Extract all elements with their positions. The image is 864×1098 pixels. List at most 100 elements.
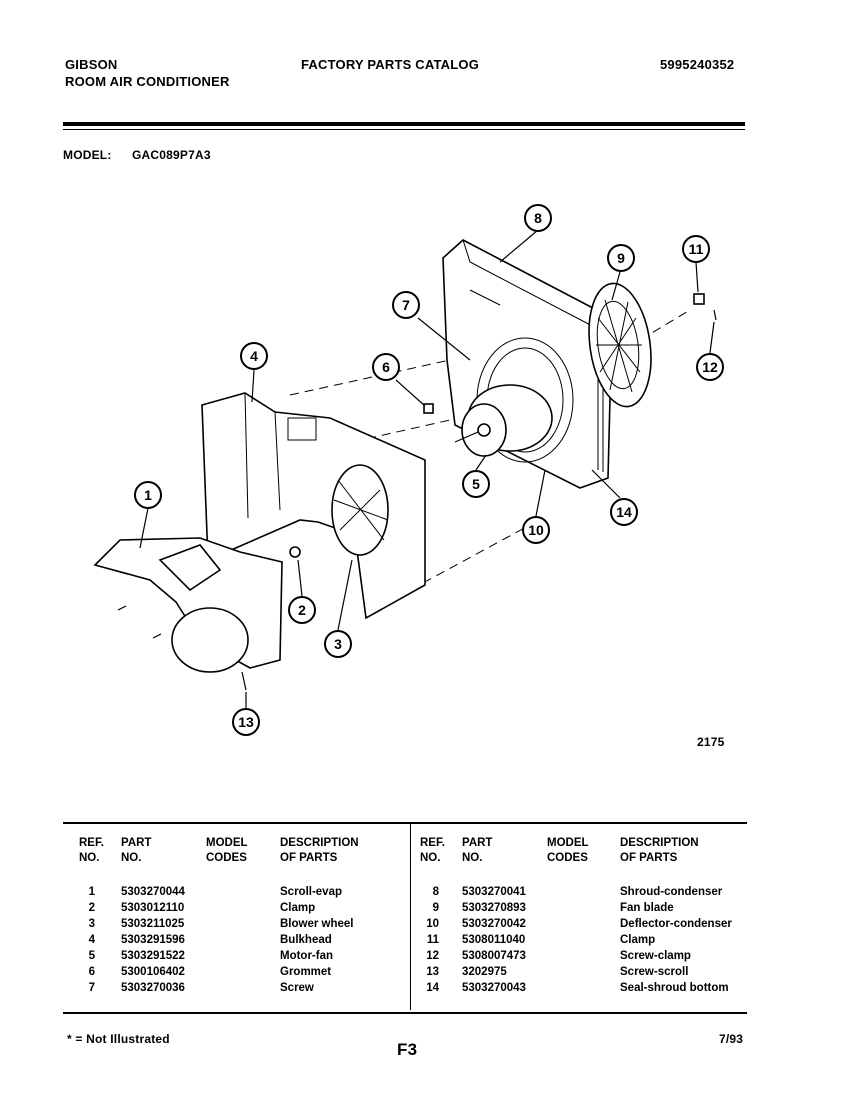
table-cell-ref: 2 (88, 902, 95, 914)
table-cell-part-no: 5300106402 (121, 966, 185, 978)
callout-5: 5 (462, 470, 490, 498)
table-cell-part-no: 5303291596 (121, 934, 185, 946)
brand-name: GIBSON (65, 57, 118, 72)
table-cell-description: Clamp (280, 902, 316, 914)
svg-text:14: 14 (616, 504, 632, 520)
svg-text:4: 4 (250, 348, 258, 364)
screw-clamp-drawing (713, 309, 717, 321)
table-cell-part-no: 3202975 (462, 966, 507, 978)
callout-13: 13 (232, 708, 260, 736)
document-number: 5995240352 (660, 57, 735, 72)
header-rule-thin (63, 129, 745, 130)
svg-text:3: 3 (334, 636, 342, 652)
table-cell-ref: 10 (426, 918, 439, 930)
table-cell-description: Screw-clamp (620, 950, 691, 962)
table-cell-description: Bulkhead (280, 934, 332, 946)
table-cell-ref: 3 (88, 918, 95, 930)
table-cell-description: Seal-shroud bottom (620, 982, 729, 994)
svg-text:2: 2 (298, 602, 306, 618)
table-cell-ref: 14 (426, 982, 439, 994)
table-cell-part-no: 5303270036 (121, 982, 185, 994)
screw-scroll-drawing (241, 671, 247, 691)
svg-text:11: 11 (689, 241, 704, 257)
page-id: F3 (397, 1040, 418, 1059)
table-cell-ref: 13 (426, 966, 439, 978)
header-ref-right: REF. NO. (420, 837, 445, 864)
model-value: GAC089P7A3 (132, 148, 211, 162)
assembly-line (289, 359, 451, 396)
exploded-parts-diagram: 8 9 11 12 7 6 4 1 2 3 5 10 14 13 (93, 204, 724, 736)
callout-12: 12 (696, 353, 724, 381)
table-cell-ref: 1 (88, 886, 95, 898)
callout-14: 14 (610, 498, 638, 526)
shroud-condenser-drawing (442, 239, 613, 489)
table-cell-ref: 4 (88, 934, 95, 946)
table-cell-ref: 9 (432, 902, 439, 914)
table-cell-ref: 12 (426, 950, 439, 962)
table-cell-part-no: 5303270044 (121, 886, 185, 898)
description-column-left: Scroll-evap Clamp Blower wheel Bulkhead … (280, 884, 354, 996)
table-cell-part-no: 5303012110 (121, 902, 185, 914)
table-cell-description: Shroud-condenser (620, 886, 723, 898)
catalog-title: FACTORY PARTS CATALOG (301, 57, 480, 72)
svg-text:1: 1 (144, 487, 152, 503)
callout-7: 7 (392, 291, 420, 319)
callout-4: 4 (240, 342, 268, 370)
table-cell-ref: 6 (88, 966, 95, 978)
ref-column-right: 8 9 10 11 12 13 14 (417, 884, 439, 996)
callout-6: 6 (372, 353, 400, 381)
table-cell-description: Screw (280, 982, 314, 994)
fan-motor-drawing (454, 384, 553, 457)
svg-text:5: 5 (472, 476, 480, 492)
svg-text:13: 13 (238, 714, 254, 730)
svg-text:12: 12 (702, 359, 718, 375)
part-column-right: 5303270041 5303270893 5303270042 5308011… (462, 884, 526, 996)
header-description-right: DESCRIPTION OF PARTS (620, 837, 699, 864)
table-cell-part-no: 5303270893 (462, 902, 526, 914)
svg-text:7: 7 (402, 297, 410, 313)
header-model-codes-right: MODEL CODES (547, 837, 589, 864)
table-cell-ref: 11 (426, 934, 439, 946)
table-cell-description: Motor-fan (280, 950, 334, 962)
drawing-number: 2175 (697, 735, 725, 749)
svg-text:8: 8 (534, 210, 542, 226)
callout-11: 11 (682, 235, 710, 263)
clamp-drawing (289, 546, 301, 558)
callout-3: 3 (324, 630, 352, 658)
product-name: ROOM AIR CONDITIONER (65, 74, 230, 89)
table-cell-ref: 8 (432, 886, 439, 898)
revision-date: 7/93 (719, 1032, 744, 1046)
table-cell-description: Blower wheel (280, 918, 354, 930)
table-cell-part-no: 5303270043 (462, 982, 526, 994)
table-cell-description: Grommet (280, 966, 332, 978)
model-label: MODEL: (63, 148, 112, 162)
assembly-line (639, 309, 691, 341)
callout-2: 2 (288, 596, 316, 624)
svg-text:9: 9 (617, 250, 625, 266)
table-cell-ref: 5 (88, 950, 95, 962)
table-cell-description: Deflector-condenser (620, 918, 732, 930)
table-cell-part-no: 5303211025 (121, 918, 185, 930)
table-cell-description: Clamp (620, 934, 656, 946)
callout-1: 1 (134, 481, 162, 509)
callout-9: 9 (607, 244, 635, 272)
table-cell-part-no: 5303270041 (462, 886, 526, 898)
parts-table: REF. NO. PART NO. MODEL CODES DESCRIPTIO… (63, 822, 747, 1014)
table-cell-part-no: 5303270042 (462, 918, 526, 930)
screw-drawing (117, 605, 162, 639)
header-rule (63, 122, 745, 126)
header-part-left: PART NO. (121, 837, 152, 864)
ref-column-left: 1 2 3 4 5 6 7 (73, 884, 95, 996)
callout-8: 8 (524, 204, 552, 232)
scroll-evap-drawing (93, 537, 283, 673)
header-part-right: PART NO. (462, 837, 493, 864)
header-ref-left: REF. NO. (79, 837, 104, 864)
table-cell-description: Scroll-evap (280, 886, 342, 898)
fan-blade-drawing (588, 282, 652, 408)
grommet-drawing (423, 403, 434, 414)
header-model-codes-left: MODEL CODES (206, 837, 248, 864)
footnote: * = Not Illustrated (67, 1032, 170, 1046)
table-cell-description: Fan blade (620, 902, 674, 914)
part-column-left: 5303270044 5303012110 5303211025 5303291… (121, 884, 185, 996)
bulkhead-drawing (201, 392, 426, 620)
